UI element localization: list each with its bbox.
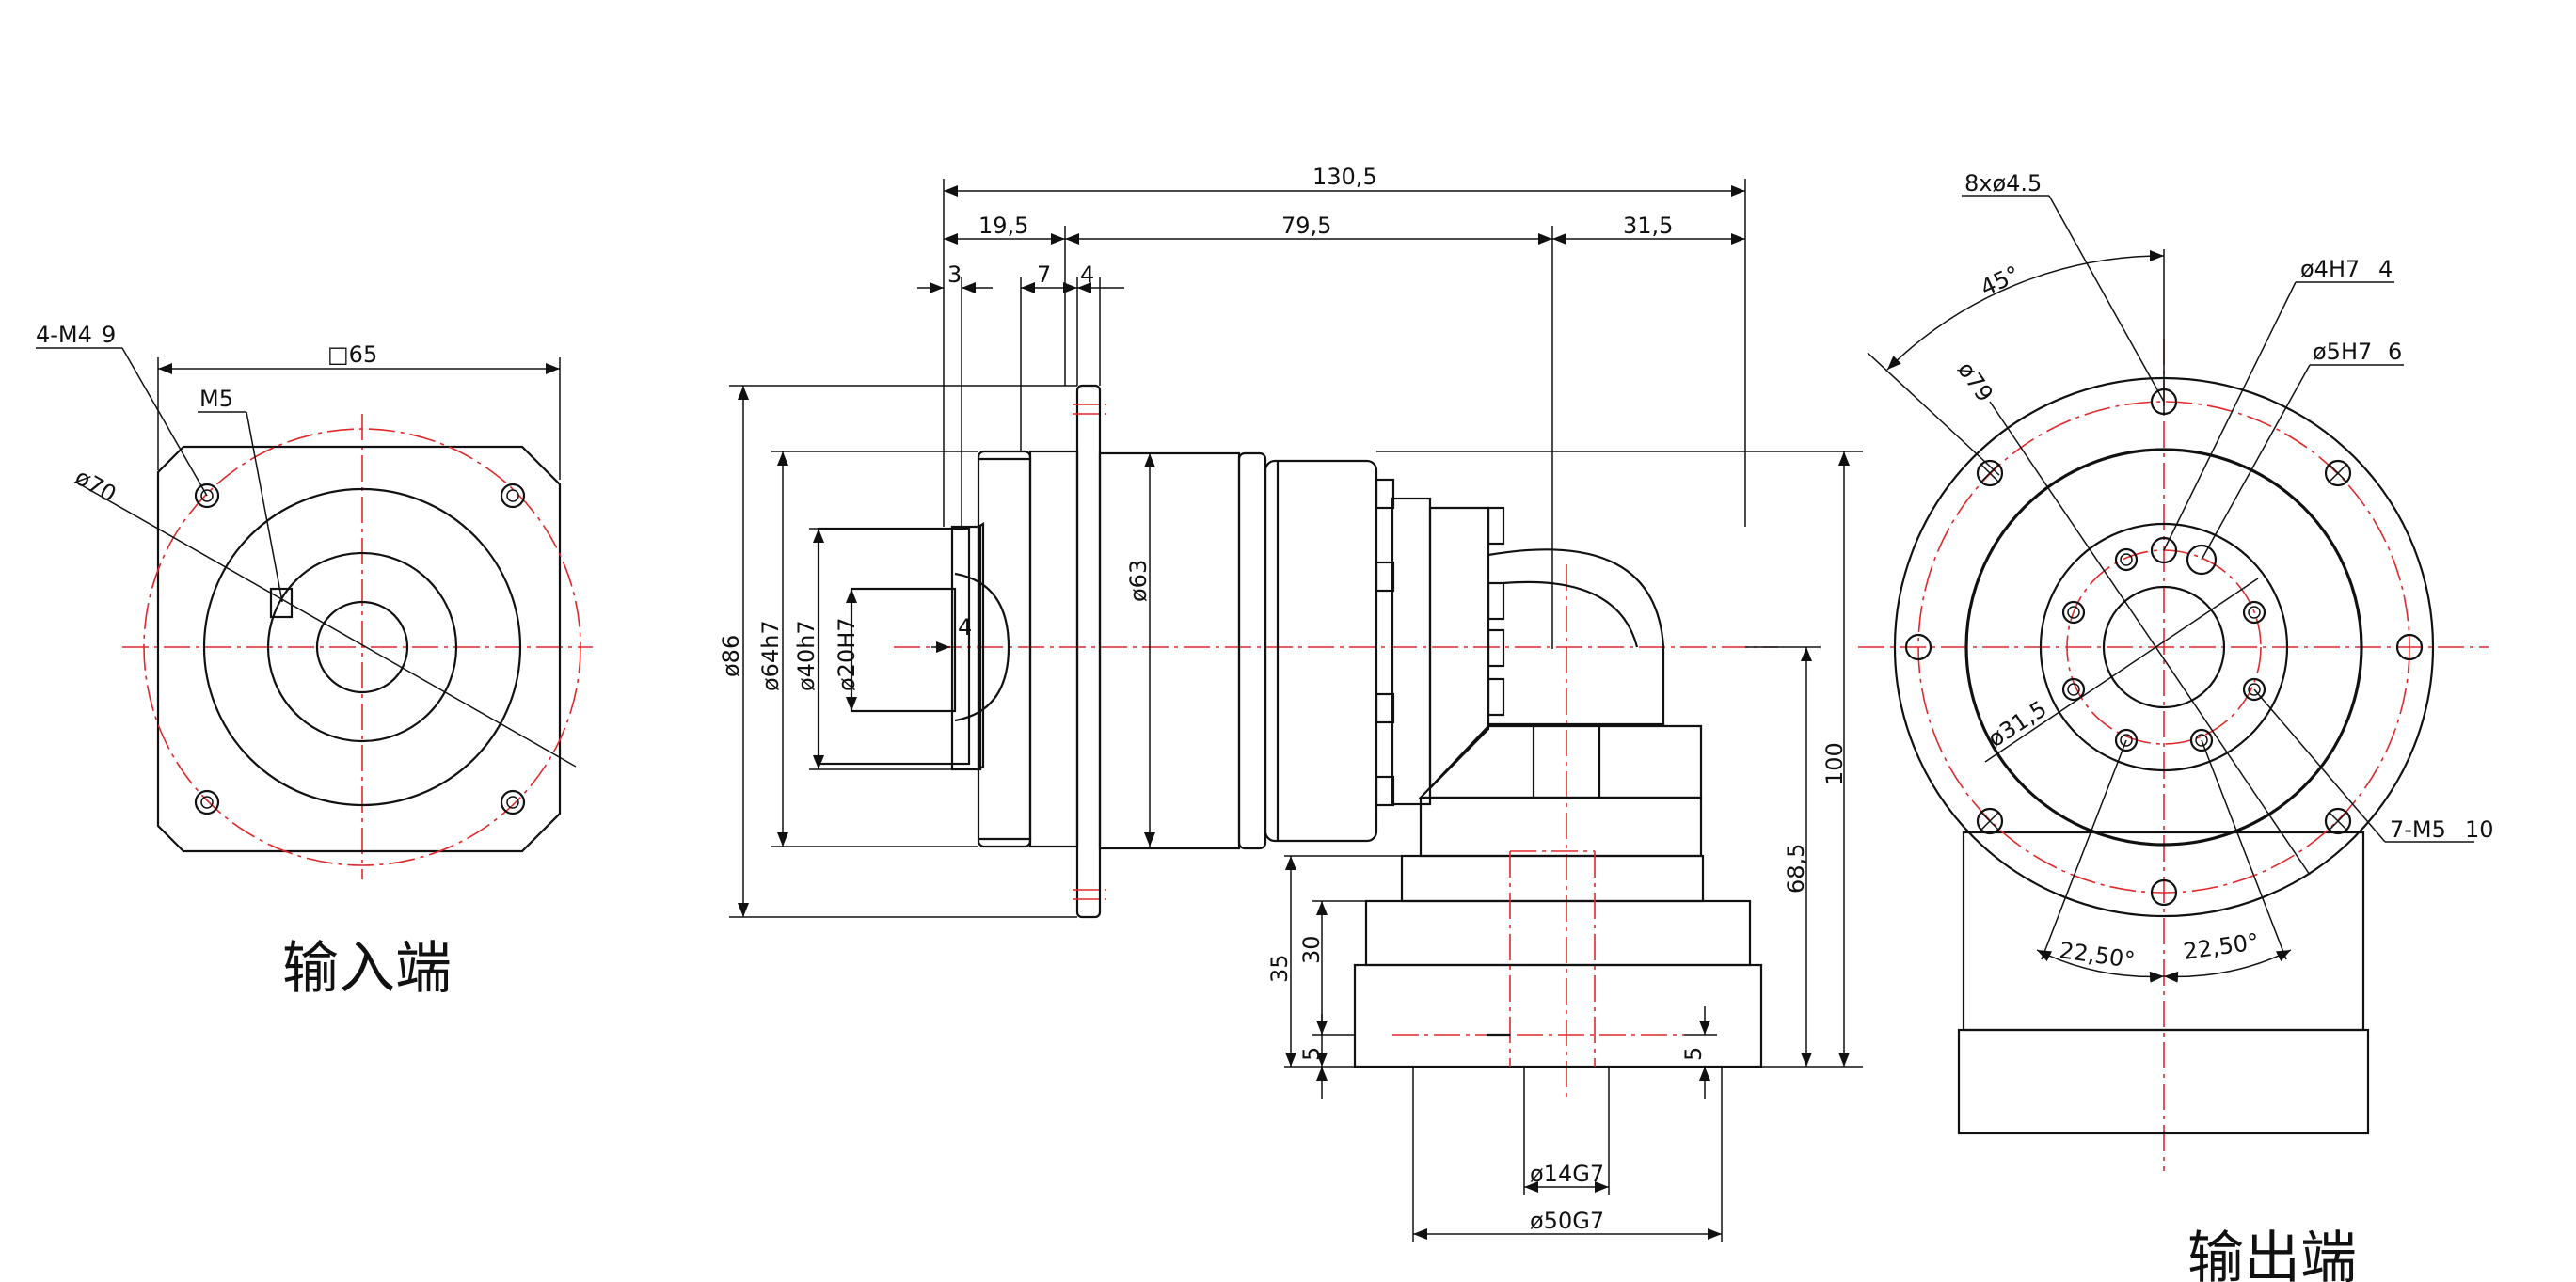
pin-5-hole: [2186, 544, 2218, 576]
output-pilot-circle: [1964, 448, 2363, 847]
output-housing-band: [1419, 796, 1703, 858]
output-hub-circle: [2039, 522, 2289, 772]
dim-7-label: 7: [1037, 261, 1051, 288]
pin-4-hole: [2150, 536, 2178, 564]
output-ring: [1400, 854, 1705, 903]
face-bolts: [1375, 478, 1505, 807]
dim-4-label: 4: [1080, 261, 1094, 288]
input-mounting-holes: [194, 483, 526, 815]
input-adaptor: [950, 525, 982, 771]
right-angle-block: [1428, 506, 1490, 791]
height-35-label: 35: [1266, 954, 1293, 983]
square-size-label: □65: [327, 341, 377, 368]
pin4-label: ø4H7: [2300, 256, 2360, 282]
angle-a-label: 22,50°: [2058, 937, 2137, 973]
input-keyway: [269, 587, 294, 619]
angle-b-label: 22,50°: [2182, 928, 2261, 965]
key-width-label: 4: [958, 614, 972, 641]
output-flange-top: [1364, 899, 1752, 967]
input-square-flange: [156, 445, 562, 853]
pin5-label: ø5H7: [2313, 339, 2372, 365]
output-housing-top: [1418, 724, 1703, 799]
shaft-dia-label: ø14G7: [1530, 1161, 1604, 1187]
pcd79-label: ø79: [1952, 356, 1998, 406]
body-dia-label: ø63: [1125, 560, 1152, 602]
height-100-label: 100: [1821, 742, 1848, 785]
pin5-depth-label: 6: [2388, 339, 2402, 365]
bore-a-label: ø40h7: [793, 620, 819, 691]
output-pcd79-circle: [1917, 401, 2410, 894]
dim-3-label: 3: [947, 261, 962, 288]
input-bore-circle: [315, 600, 409, 694]
adaptor-plate: [1391, 497, 1432, 806]
output-end-view: ø79 45° 8xø4.5 ø4H7 4 ø5H7 6 ø31,5 7-M5 …: [1858, 170, 2494, 1282]
flange-dia-label: ø86: [718, 635, 744, 677]
elbow-outer: [1487, 548, 1665, 726]
height-5b-label: 5: [1680, 1047, 1707, 1061]
set-screw-label: M5: [199, 386, 233, 412]
pcd31-label: ø31,5: [1983, 695, 2051, 752]
output-base-plate: [1957, 1028, 2370, 1135]
input-housing-step: [1028, 450, 1079, 848]
input-key-arc: [954, 572, 1010, 722]
overall-length-label: 130,5: [1312, 164, 1377, 190]
holes-label: 8xø4.5: [1964, 170, 2042, 197]
elbow-inner: [1503, 580, 1639, 648]
pin4-depth-label: 4: [2378, 256, 2393, 282]
height-5a-label: 5: [1298, 1047, 1325, 1061]
height-30-label: 30: [1298, 935, 1325, 964]
input-hub-circle: [266, 551, 458, 743]
tapped-depth-label-out: 10: [2465, 816, 2494, 843]
input-end-caption: 输入端: [282, 936, 452, 1002]
output-bore-circle: [2102, 585, 2226, 709]
input-housing: [977, 450, 1032, 848]
input-pilot-circle: [202, 487, 522, 807]
output-flange-bottom: [1353, 963, 1763, 1068]
input-shaft-bore: [850, 587, 957, 713]
tapped-depth-label: 9: [102, 322, 116, 348]
input-pcd-circle: [143, 428, 581, 866]
mounting-flange: [1075, 384, 1102, 919]
output-tapped-holes: [2061, 547, 2266, 752]
flange-offset-label: 19,5: [978, 213, 1028, 239]
housing-ring-1: [1237, 451, 1267, 850]
housing-ring-2: [1264, 459, 1378, 843]
tapped-label: 7-M5: [2390, 816, 2446, 843]
output-offset-label: 31,5: [1623, 213, 1673, 239]
bore-b-label: ø20H7: [834, 617, 860, 691]
spigot-dia-label: ø50G7: [1530, 1208, 1604, 1234]
height-68-label: 68,5: [1783, 844, 1809, 894]
tapped-holes-label: 4-M4: [36, 322, 92, 348]
side-view: 130,5 19,5 79,5 31,5 3 7 4 4 ø86 ø64h7: [718, 164, 1863, 1242]
output-end-caption: 输出端: [2187, 1226, 2357, 1282]
angle-45-label: 45°: [1977, 261, 2024, 301]
pilot-dia-label: ø64h7: [757, 620, 784, 691]
input-pcd-label: ø70: [71, 464, 120, 508]
body-length-label: 79,5: [1281, 213, 1331, 239]
input-end-view: □65 4-M4 9 M5 ø70 输入端: [36, 322, 593, 1002]
gear-housing: [1098, 451, 1241, 850]
